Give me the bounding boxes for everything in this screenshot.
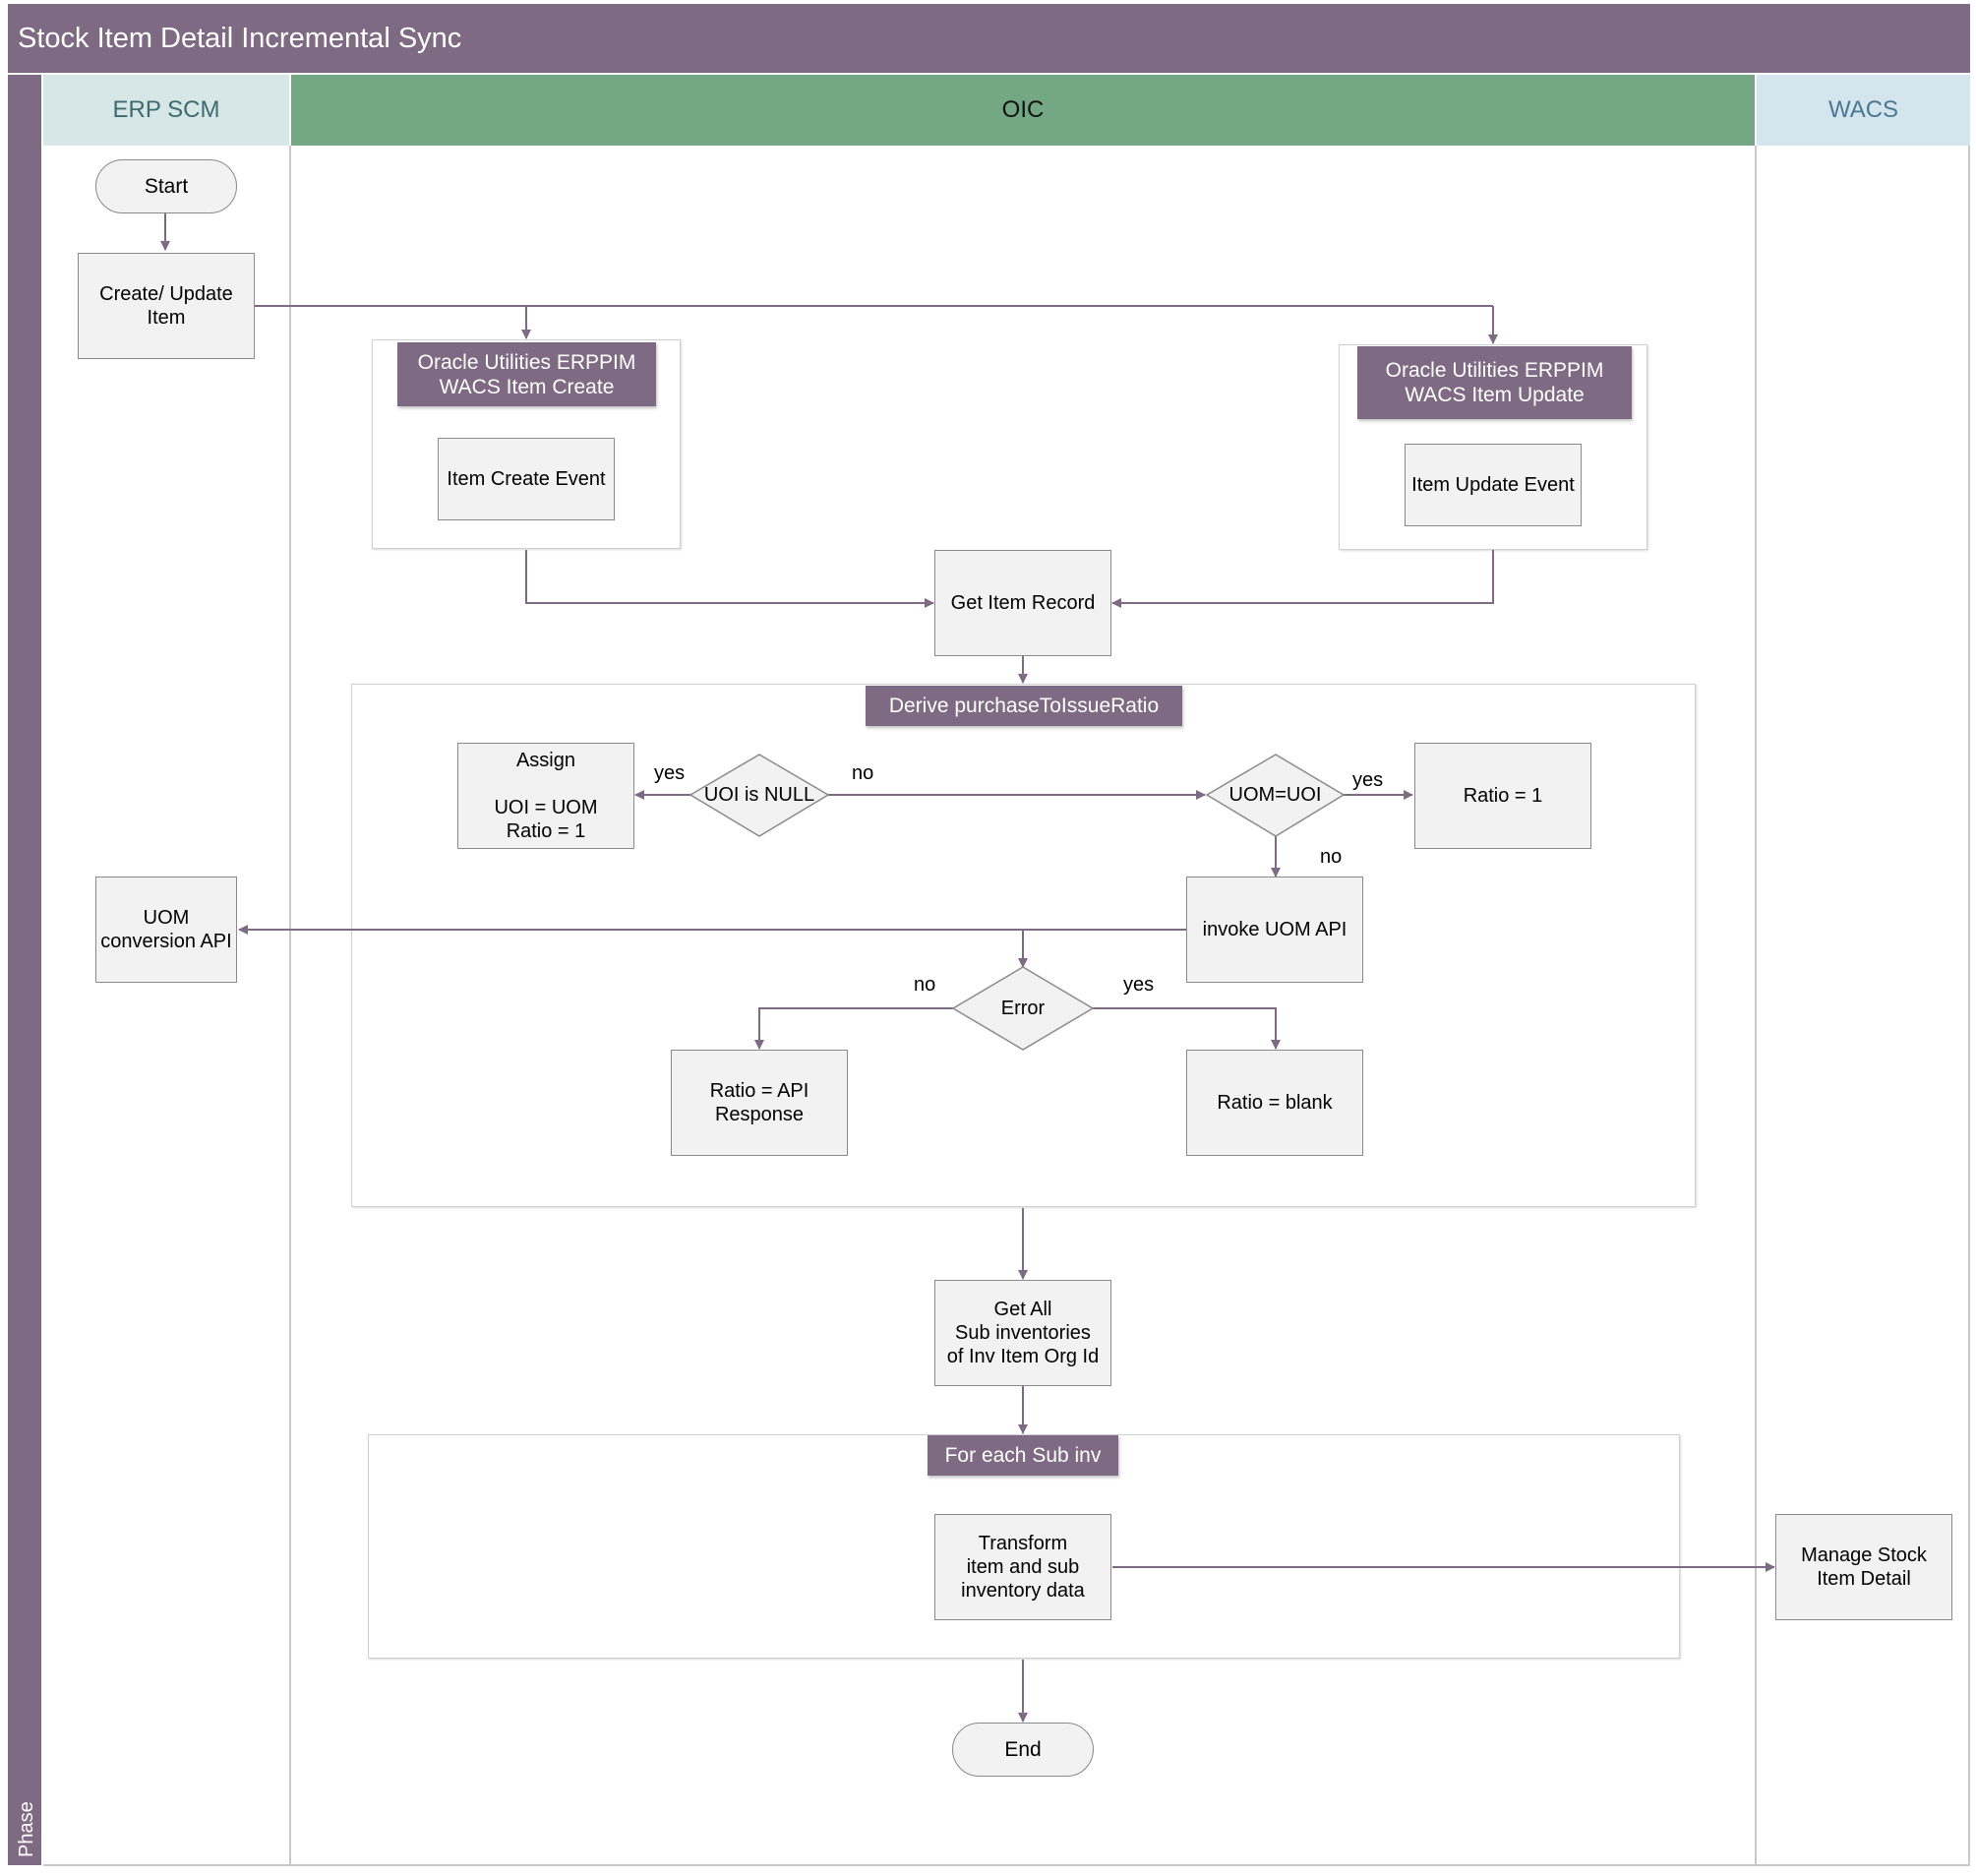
edge-update-to-get-record <box>1111 550 1494 608</box>
manage-stock-box: Manage Stock Item Detail <box>1775 1514 1952 1620</box>
transform-box: Transform item and sub inventory data <box>934 1514 1111 1620</box>
edge-error-yes <box>1093 1007 1281 1050</box>
item-update-event-box: Item Update Event <box>1405 444 1582 526</box>
uom-conversion-api-box: UOM conversion API <box>95 877 237 983</box>
lane-header-oic: OIC <box>291 75 1755 146</box>
decision-uoi-null: UOI is NULL <box>703 784 815 806</box>
edge-label-error-yes: yes <box>1123 974 1155 996</box>
create-update-item-box: Create/ Update Item <box>78 253 255 359</box>
assign-box: Assign UOI = UOM Ratio = 1 <box>457 743 634 849</box>
lane-header-erp-scm: ERP SCM <box>43 75 289 146</box>
decision-error: Error <box>1000 997 1046 1019</box>
ratio-api-response-box: Ratio = API Response <box>671 1050 848 1156</box>
get-all-subinv-box: Get All Sub inventories of Inv Item Org … <box>934 1280 1111 1386</box>
get-item-record-box: Get Item Record <box>934 550 1111 656</box>
create-integration-label: Oracle Utilities ERPPIM WACS Item Create <box>397 342 656 406</box>
decision-error-shape <box>951 966 1095 1051</box>
edge-create-to-get-record <box>525 550 934 608</box>
edge-label-null-no: no <box>852 762 874 784</box>
ratio-one-box: Ratio = 1 <box>1414 743 1591 849</box>
phase-bar: Phase <box>8 75 41 1865</box>
lane-header-wacs: WACS <box>1757 75 1970 146</box>
edge-label-uom-yes: yes <box>1352 769 1384 791</box>
for-each-subinv-label: For each Sub inv <box>928 1435 1118 1476</box>
swimlane-right-border <box>1968 146 1970 1865</box>
decision-uoi-null-shape <box>689 754 830 837</box>
derive-ratio-label: Derive purchaseToIssueRatio <box>866 686 1182 726</box>
edge-label-null-yes: yes <box>654 762 686 784</box>
ratio-blank-box: Ratio = blank <box>1186 1050 1363 1156</box>
update-integration-label: Oracle Utilities ERPPIM WACS Item Update <box>1357 346 1632 419</box>
swimlane-bottom-border <box>43 1864 1970 1866</box>
lane-divider-oic-wacs <box>1755 146 1757 1865</box>
edge-label-uom-no: no <box>1320 846 1343 868</box>
start-terminal: Start <box>95 159 237 213</box>
edge-label-error-no: no <box>914 974 936 996</box>
decision-uom-eq-uoi-shape <box>1205 754 1346 837</box>
edge-error-no <box>754 1007 953 1050</box>
invoke-uom-api-box: invoke UOM API <box>1186 877 1363 983</box>
decision-uom-eq-uoi: UOM=UOI <box>1228 784 1322 806</box>
end-terminal: End <box>952 1723 1094 1777</box>
item-create-event-box: Item Create Event <box>438 438 615 520</box>
lane-divider-erp-oic <box>289 146 291 1865</box>
diagram-title: Stock Item Detail Incremental Sync <box>8 4 1970 73</box>
